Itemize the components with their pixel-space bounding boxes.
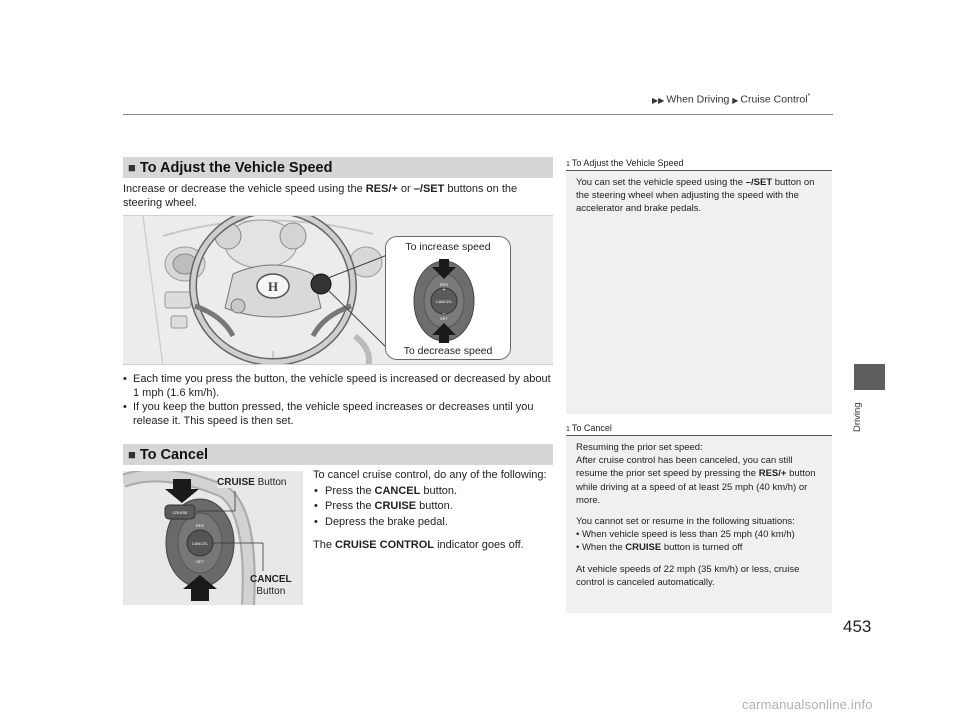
breadcrumb-arrows-icon: ▶▶	[652, 95, 665, 105]
bullet-dot-icon: •	[314, 484, 318, 497]
breadcrumb-level2[interactable]: Cruise Control	[740, 93, 808, 106]
chapter-tab-label: Driving	[852, 402, 863, 432]
section-title: To Cancel	[139, 446, 209, 463]
intro-text: buttons on the steering wheel.	[123, 183, 518, 209]
bullet-text: If you keep the button pressed, the vehi…	[133, 401, 534, 427]
cruise-button-label: CRUISE Button	[217, 477, 287, 488]
note-cannot-text: You cannot set or resume in the followin…	[576, 516, 795, 528]
cruise-label-bold: CRUISE	[217, 477, 255, 488]
bullet-dot-icon: •	[314, 515, 318, 528]
section-heading-adjust-speed: ■ To Adjust the Vehicle Speed	[123, 157, 553, 178]
bullet-dot-icon: •	[123, 401, 127, 413]
svg-text:H: H	[268, 279, 278, 294]
cancel-button-text: CANCEL	[436, 299, 453, 304]
img-cruise-text: CRUISE	[172, 510, 187, 515]
cancel-buttons-illustration: CRUISE RES CANCEL SET CRUISE Button CANC…	[123, 471, 303, 605]
header-rule	[123, 114, 833, 115]
watermark: carmanualsonline.info	[742, 697, 873, 712]
chapter-tab-marker	[854, 364, 885, 390]
callout-decrease-label: To decrease speed	[403, 345, 493, 357]
img-set-text: SET	[196, 559, 204, 564]
note-title: To Cancel	[571, 423, 612, 433]
cancel-buttons-drawing: CRUISE RES CANCEL SET	[123, 471, 303, 605]
bullet-text: Press the CANCEL button.	[325, 484, 458, 497]
note-body: Resuming the prior set speed: After crui…	[566, 436, 832, 595]
note-resume-heading: Resuming the prior set speed:	[576, 442, 703, 453]
intro-text: or	[397, 183, 414, 195]
cancel-label-rest: Button	[256, 586, 286, 597]
adjust-speed-bullets: • Each time you press the button, the veh…	[123, 372, 555, 428]
bullet-item: • Depress the brake pedal.	[314, 515, 563, 531]
bullet-item: • If you keep the button pressed, the veh…	[123, 400, 555, 428]
res-label: RES/+	[365, 183, 398, 195]
callout-drawing: RES + CANCEL – SET	[386, 237, 510, 359]
intro-text: Increase or decrease the vehicle speed u…	[123, 183, 366, 195]
note-reference-icon: 1	[566, 426, 570, 433]
bullet-dot-icon: •	[123, 373, 127, 385]
note-bullet: • When vehicle speed is less than 25 mph…	[576, 529, 795, 541]
minus-button-text: –	[443, 311, 446, 317]
img-res-text: RES	[196, 523, 205, 528]
bullet-text: Press the CRUISE button.	[325, 500, 453, 512]
note-resume-text: After cruise control has been canceled, …	[576, 455, 816, 506]
note-reference-icon: 1	[566, 161, 570, 168]
note-auto-cancel-text: At vehicle speeds of 22 mph (35 km/h) or…	[576, 563, 800, 588]
cancel-instructions: To cancel cruise control, do any of the …	[313, 468, 563, 554]
res-button-text: RES	[440, 282, 449, 287]
plus-button-text: +	[443, 287, 446, 293]
heading-square-icon: ■	[128, 447, 136, 462]
breadcrumb-level1[interactable]: When Driving	[666, 93, 730, 106]
bullet-item: • Press the CANCEL button.	[314, 484, 563, 500]
note-body: You can set the vehicle speed using the …	[576, 177, 815, 215]
note-title: To Adjust the Vehicle Speed	[571, 158, 684, 168]
bullet-item: • Press the CRUISE button.	[314, 499, 563, 515]
img-cancel-text: CANCEL	[192, 541, 209, 546]
bullet-text: Depress the brake pedal.	[325, 515, 448, 528]
adjust-speed-intro: Increase or decrease the vehicle speed u…	[123, 182, 553, 210]
section-title: To Adjust the Vehicle Speed	[139, 159, 333, 176]
callout-increase-label: To increase speed	[405, 241, 491, 253]
breadcrumb-asterisk: *	[807, 93, 811, 100]
page-number: 453	[843, 617, 872, 636]
set-button-text: SET	[440, 316, 448, 321]
bullet-text: Each time you press the button, the vehi…	[133, 373, 551, 399]
set-label: –/SET	[413, 183, 445, 195]
button-callout: RES + CANCEL – SET To increase speed To …	[385, 236, 511, 360]
cancel-label-bold: CANCEL	[250, 574, 292, 585]
indicator-text: The CRUISE CONTROL indicator goes off.	[313, 539, 524, 551]
heading-square-icon: ■	[128, 160, 136, 175]
section-heading-cancel: ■ To Cancel	[123, 444, 553, 465]
breadcrumb: ▶▶When Driving ▶Cruise Control*	[652, 93, 810, 106]
cruise-label-rest: Button	[254, 477, 287, 488]
bullet-dot-icon: •	[314, 500, 318, 512]
note-bullet: • When the CRUISE button is turned off	[576, 542, 743, 554]
cancel-intro: To cancel cruise control, do any of the …	[313, 469, 547, 481]
breadcrumb-separator-icon: ▶	[732, 95, 739, 105]
cancel-button-label: CANCEL Button	[250, 574, 292, 598]
bullet-item: • Each time you press the button, the veh…	[123, 372, 555, 400]
